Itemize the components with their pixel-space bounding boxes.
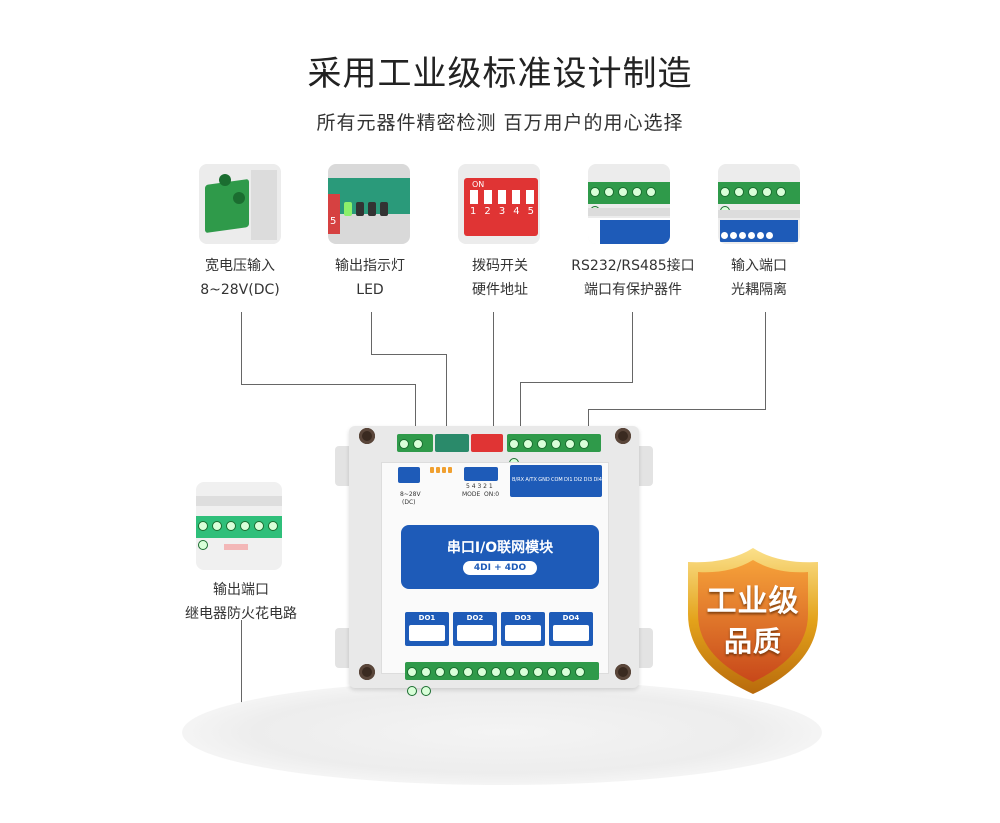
product-label: 串口I/O联网模块 4DI + 4DO	[401, 525, 599, 589]
caption-line: 宽电压输入	[205, 258, 275, 274]
io-count-badge: 4DI + 4DO	[463, 561, 537, 575]
dip-thumb-num: 2	[484, 206, 491, 217]
leader-line	[415, 384, 416, 434]
serial-port-thumbnail	[588, 164, 670, 244]
relay-output-do1: DO1	[405, 612, 449, 646]
serial-label: B/RX	[512, 477, 525, 483]
dip-numbers: 5 4 3 2 1	[466, 483, 493, 490]
do-label: DO4	[562, 614, 580, 622]
dip-thumb-num: 4	[513, 206, 520, 217]
power-sublabel: (DC)	[402, 499, 416, 506]
leader-line	[632, 312, 633, 382]
leader-line	[588, 409, 589, 434]
power-port-marker	[398, 467, 420, 483]
output-port-thumbnail	[196, 482, 282, 570]
serial-label: DI3	[583, 477, 593, 483]
badge-text-line2: 品质	[723, 625, 782, 658]
caption-line: LED	[356, 282, 384, 298]
dip-thumb-num: 5	[527, 206, 534, 217]
leader-line	[493, 312, 494, 434]
display-platform	[182, 680, 822, 785]
screw	[359, 428, 375, 444]
led-thumb-number: 5	[330, 216, 337, 227]
caption-line: 拨码开关	[472, 258, 528, 274]
leader-line	[765, 312, 766, 410]
input-port-thumbnail	[718, 164, 800, 244]
feature-caption-led: 输出指示灯 LED	[295, 254, 445, 302]
serial-label: DI4	[593, 477, 602, 483]
leader-line	[241, 312, 242, 384]
serial-labels: B/RX A/TX GND COM DI1 DI2 DI3 DI4	[512, 477, 602, 483]
caption-line: 输入端口	[731, 258, 787, 274]
caption-line: 输出端口	[213, 582, 269, 598]
led-indicator-thumbnail: 5	[328, 164, 410, 244]
badge-text-line1: 工业级	[706, 584, 800, 619]
caption-line: 输出指示灯	[335, 258, 405, 274]
relay-output-do3: DO3	[501, 612, 545, 646]
leader-line	[241, 384, 416, 385]
serial-label: A/TX	[525, 477, 537, 483]
leader-line	[371, 312, 372, 354]
led-indicators	[430, 467, 454, 479]
relay-output-do2: DO2	[453, 612, 497, 646]
leader-line	[520, 382, 521, 434]
feature-caption-power: 宽电压输入 8~28V(DC)	[165, 254, 315, 302]
caption-line: 端口有保护器件	[584, 282, 682, 298]
feature-caption-output: 输出端口 继电器防火花电路	[166, 578, 316, 626]
serial-input-terminal	[507, 434, 601, 468]
relay-symbol	[553, 625, 589, 641]
leader-line	[446, 354, 447, 434]
serial-port-panel	[510, 465, 602, 497]
caption-line: 光耦隔离	[731, 282, 787, 298]
caption-line: 硬件地址	[472, 282, 528, 298]
dip-thumb-on-label: ON	[472, 180, 485, 189]
feature-caption-serial: RS232/RS485接口 端口有保护器件	[558, 254, 708, 302]
leader-line	[520, 382, 633, 383]
do-label: DO1	[418, 614, 436, 622]
dip-switch-thumbnail: ON 1 2 3 4 5	[458, 164, 540, 244]
caption-line: 8~28V(DC)	[200, 282, 280, 298]
page-title: 采用工业级标准设计制造	[307, 54, 693, 94]
io-module-device: 8~28V (DC) 5 4 3 2 1 MODE ON:0 B/RX A/TX…	[335, 418, 653, 696]
on-label: ON:0	[484, 491, 500, 498]
screw	[359, 664, 375, 680]
feature-caption-input: 输入端口 光耦隔离	[684, 254, 834, 302]
serial-label: DI2	[573, 477, 583, 483]
leader-line	[588, 409, 766, 410]
screw	[615, 428, 631, 444]
power-terminal-thumbnail	[199, 164, 281, 244]
mode-label: MODE	[462, 491, 481, 498]
power-label: 8~28V	[400, 491, 421, 498]
page-subtitle: 所有元器件精密检测 百万用户的用心选择	[316, 112, 684, 134]
dip-switch-panel	[464, 467, 498, 481]
screw	[615, 664, 631, 680]
dip-switch-block	[471, 434, 503, 452]
relay-symbol	[457, 625, 493, 641]
power-terminal	[397, 434, 433, 452]
caption-line: 继电器防火花电路	[185, 606, 297, 622]
leader-line	[371, 354, 447, 355]
caption-line: RS232/RS485接口	[571, 258, 695, 274]
shield-icon	[688, 548, 818, 694]
dip-thumb-num: 1	[470, 206, 477, 217]
dip-thumb-num: 3	[498, 206, 506, 217]
serial-label: GND	[538, 477, 550, 483]
serial-label: DI1	[564, 477, 573, 483]
relay-symbol	[505, 625, 541, 641]
leader-line	[241, 620, 242, 716]
relay-output-do4: DO4	[549, 612, 593, 646]
product-name: 串口I/O联网模块	[446, 540, 554, 556]
quality-shield-badge: 工业级 品质	[678, 544, 828, 698]
relay-output-terminal	[405, 662, 599, 696]
serial-label: COM	[550, 477, 563, 483]
led-block	[435, 434, 469, 452]
relay-symbol	[409, 625, 445, 641]
do-label: DO3	[514, 614, 532, 622]
feature-caption-dip: 拨码开关 硬件地址	[425, 254, 575, 302]
do-label: DO2	[466, 614, 484, 622]
